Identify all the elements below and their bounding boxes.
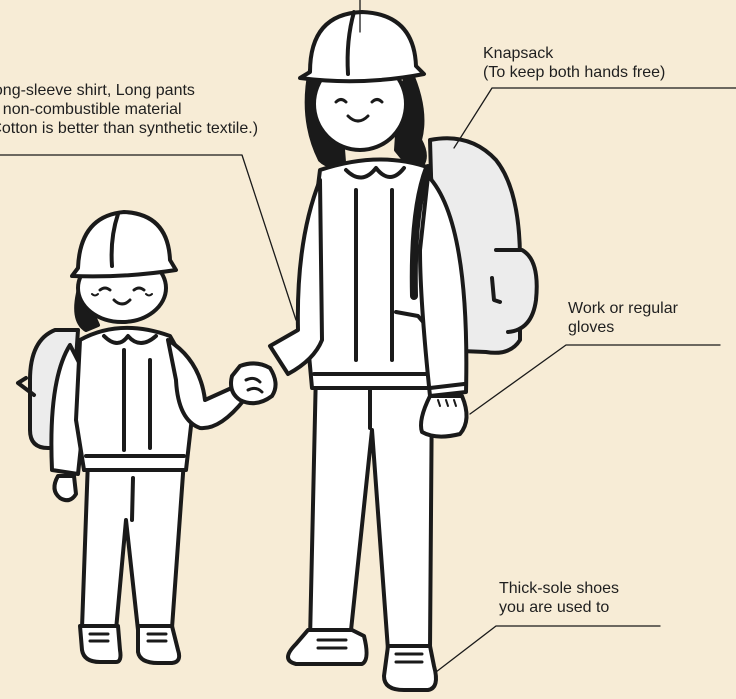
child-shoe-right	[138, 626, 179, 663]
knapsack-label-line-1: Knapsack	[483, 44, 665, 63]
child-helmet	[72, 212, 176, 276]
clothing-label-line-1: Long-sleeve shirt, Long pants	[0, 81, 258, 100]
gloves-label-line-2: gloves	[568, 318, 678, 337]
adult-left-arm	[270, 180, 322, 374]
held-hands	[231, 363, 276, 403]
shoes-label: Thick-sole shoes you are used to	[499, 579, 619, 617]
shoes-leader-line	[436, 626, 660, 672]
adult-glove-right	[421, 396, 467, 437]
knapsack-leader-line	[454, 88, 736, 148]
clothing-label: Long-sleeve shirt, Long pants of non-com…	[0, 81, 258, 138]
child-figure	[18, 212, 244, 663]
child-shoe-left	[80, 626, 121, 662]
gloves-label-line-1: Work or regular	[568, 299, 678, 318]
adult-helmet	[300, 12, 424, 81]
clothing-label-line-2: of non-combustible material	[0, 100, 258, 119]
knapsack-label: Knapsack (To keep both hands free)	[483, 44, 665, 82]
gloves-leader-line	[470, 345, 720, 414]
shoes-label-line-2: you are used to	[499, 598, 619, 617]
gloves-label: Work or regular gloves	[568, 299, 678, 337]
shoes-label-line-1: Thick-sole shoes	[499, 579, 619, 598]
adult-figure	[231, 12, 537, 690]
clothing-label-line-3: (Cotton is better than synthetic textile…	[0, 119, 258, 138]
knapsack-label-line-2: (To keep both hands free)	[483, 63, 665, 82]
